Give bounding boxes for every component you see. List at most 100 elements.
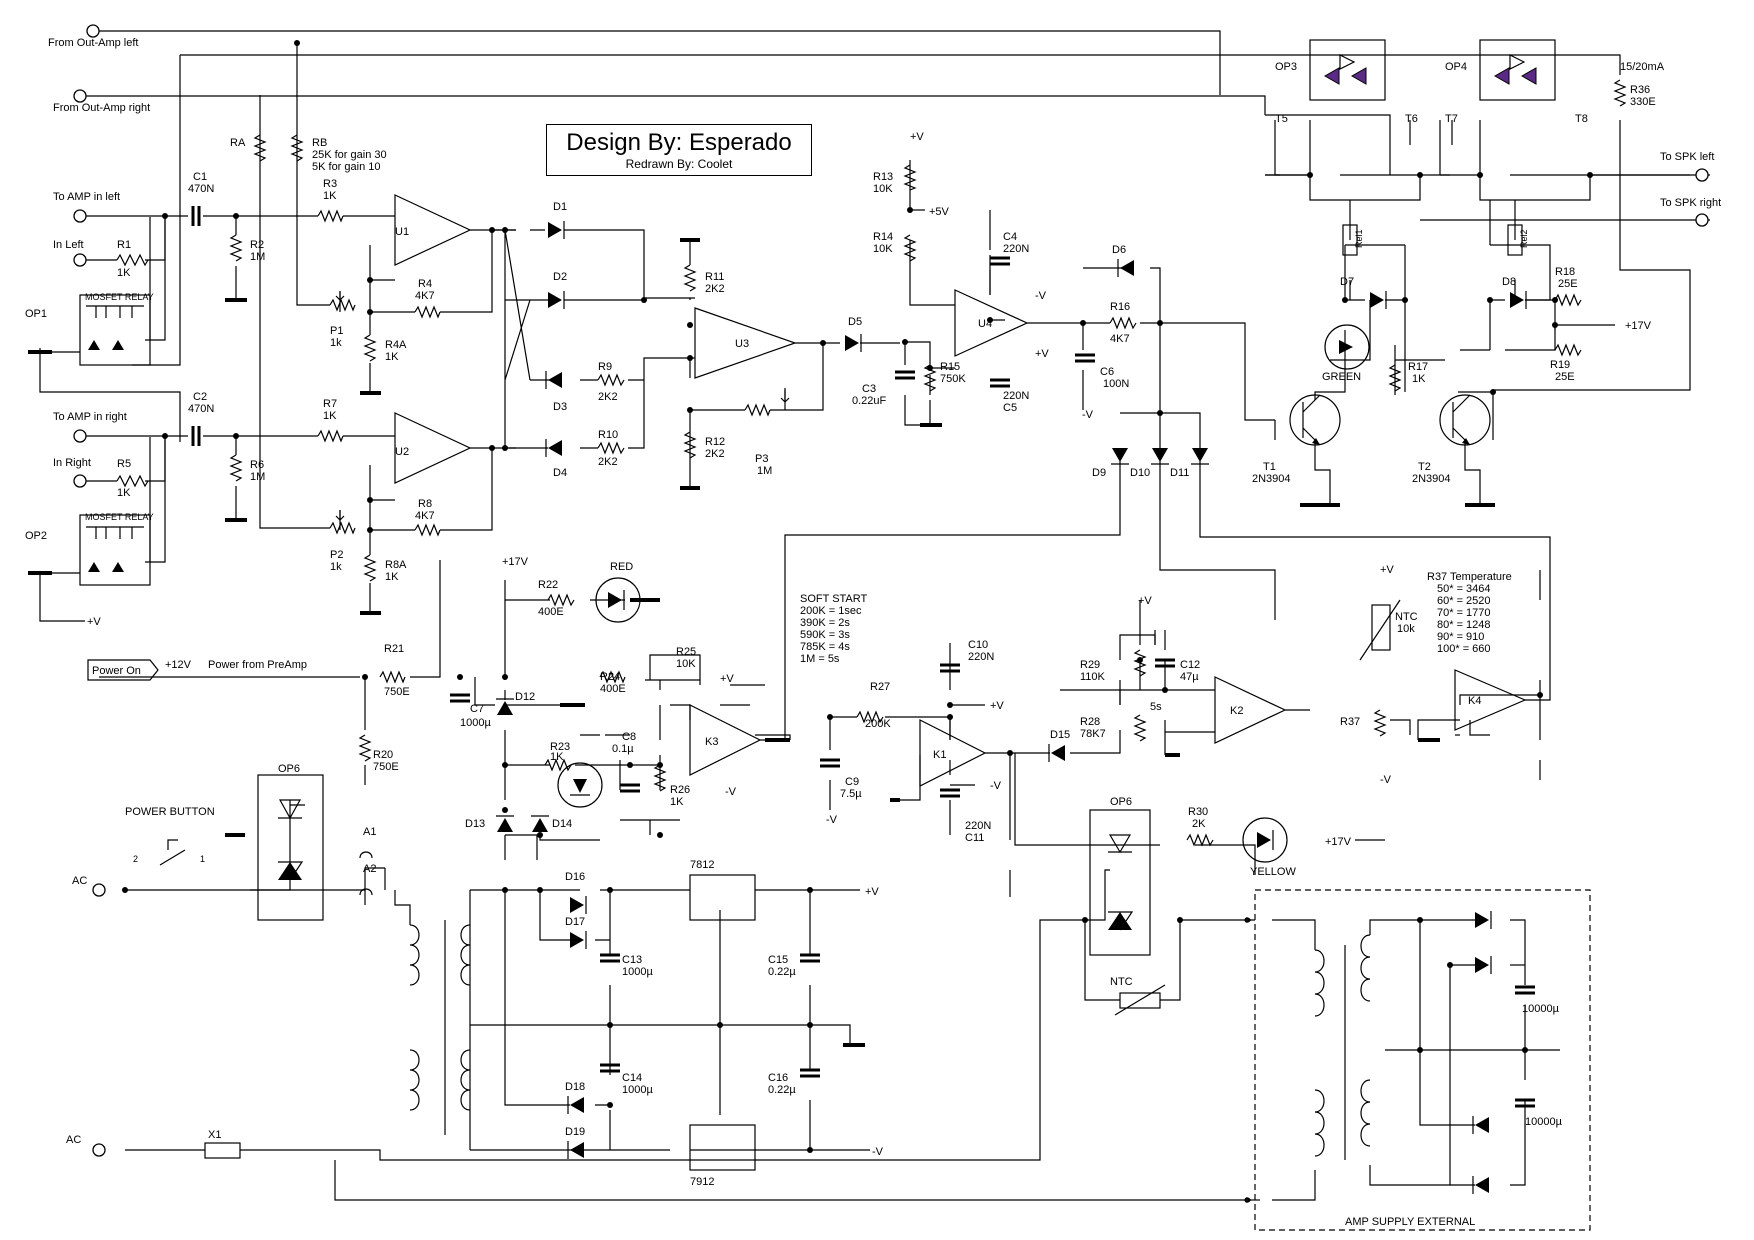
svg-text:T2: T2 [1418, 461, 1431, 473]
svg-text:1K: 1K [323, 410, 337, 422]
r9-symbol [597, 373, 625, 387]
svg-text:2K2: 2K2 [705, 283, 725, 295]
svg-text:+V: +V [865, 886, 879, 898]
svg-text:R23: R23 [550, 741, 570, 753]
svg-text:5s: 5s [1150, 701, 1162, 713]
big-c1-symbol [1515, 985, 1535, 995]
svg-text:C3: C3 [862, 383, 876, 395]
p1-symbol [329, 298, 356, 312]
leds [557, 324, 1370, 863]
svg-text:NTC: NTC [1395, 611, 1418, 623]
svg-text:D18: D18 [565, 1081, 585, 1093]
svg-text:+17V: +17V [1325, 836, 1352, 848]
grounds [28, 238, 1495, 1047]
r16-symbol [1109, 316, 1137, 330]
svg-text:R36: R36 [1630, 84, 1650, 96]
power-button-switch[interactable] [159, 839, 186, 866]
svg-text:D13: D13 [465, 818, 485, 830]
junctions [122, 40, 1593, 1153]
svg-text:1K: 1K [117, 487, 131, 499]
r12-symbol [683, 431, 697, 459]
out-amp-left-terminal [86, 24, 100, 38]
svg-text:RED: RED [610, 561, 633, 573]
svg-text:47µ: 47µ [1180, 671, 1199, 683]
svg-text:C8: C8 [622, 731, 636, 743]
c14-symbol [600, 1063, 620, 1073]
svg-text:1M: 1M [757, 465, 772, 477]
k3-symbol [689, 704, 762, 776]
svg-text:R15: R15 [940, 361, 960, 373]
svg-text:+V: +V [910, 131, 924, 143]
terminals [73, 24, 1709, 1157]
svg-text:2: 2 [133, 854, 138, 864]
svg-text:70* = 1770: 70* = 1770 [1437, 607, 1491, 619]
svg-text:10K: 10K [873, 243, 893, 255]
u2-symbol [394, 412, 472, 484]
svg-text:5K for gain 10: 5K for gain 10 [312, 161, 381, 173]
svg-text:D5: D5 [848, 316, 862, 328]
svg-text:0.22µ: 0.22µ [768, 1084, 796, 1096]
spk-right-terminal [1695, 213, 1709, 227]
label-power-on: Power On [92, 665, 141, 677]
svg-text:1K: 1K [385, 571, 399, 583]
svg-text:R1: R1 [117, 239, 131, 251]
svg-text:D8: D8 [1502, 276, 1516, 288]
in-right-terminal [73, 474, 87, 488]
r4a-symbol [363, 334, 377, 362]
capacitors [191, 206, 1535, 1108]
svg-text:400E: 400E [600, 683, 626, 695]
svg-text:785K = 4s: 785K = 4s [800, 641, 850, 653]
c4-symbol [990, 256, 1010, 266]
svg-text:1K: 1K [1412, 373, 1426, 385]
svg-text:OP2: OP2 [25, 530, 47, 542]
svg-text:1M: 1M [250, 251, 265, 263]
c15-symbol [800, 953, 820, 963]
r18-symbol [1554, 293, 1582, 307]
c13-symbol [600, 953, 620, 963]
r30-symbol [1186, 833, 1214, 847]
opto-boxes [79, 39, 1556, 1171]
svg-text:R2: R2 [250, 239, 264, 251]
svg-text:+V: +V [87, 616, 101, 628]
svg-text:D1: D1 [553, 201, 567, 213]
svg-text:+V: +V [990, 700, 1004, 712]
svg-text:C14: C14 [622, 1072, 642, 1084]
k4-symbol [1454, 669, 1527, 731]
c9-symbol [820, 758, 840, 768]
svg-text:1k: 1k [330, 337, 342, 349]
svg-text:R37: R37 [1340, 716, 1360, 728]
svg-text:200K: 200K [865, 718, 891, 730]
svg-text:10K: 10K [873, 183, 893, 195]
r26-symbol [653, 764, 667, 792]
svg-text:7.5µ: 7.5µ [840, 788, 862, 800]
svg-text:R22: R22 [538, 579, 558, 591]
svg-text:+V: +V [1138, 595, 1152, 607]
svg-text:-V: -V [872, 1146, 884, 1158]
svg-text:220N: 220N [1003, 243, 1029, 255]
svg-text:-V: -V [725, 786, 737, 798]
svg-text:OP3: OP3 [1275, 61, 1297, 73]
svg-text:R6: R6 [250, 459, 264, 471]
svg-text:T6: T6 [1405, 113, 1418, 125]
amp-right-terminal [73, 429, 87, 443]
svg-text:C13: C13 [622, 954, 642, 966]
c7-symbol [450, 693, 470, 703]
r20-symbol [358, 734, 372, 762]
r6-symbol [229, 454, 243, 482]
amp-supply-external-box [1254, 889, 1591, 1231]
svg-text:R19: R19 [1550, 359, 1570, 371]
svg-text:25K for gain 30: 25K for gain 30 [312, 149, 387, 161]
svg-text:2K: 2K [1192, 818, 1206, 830]
svg-text:60* = 2520: 60* = 2520 [1437, 595, 1491, 607]
r5-symbol [116, 474, 149, 488]
ra-symbol [253, 134, 267, 162]
c5-symbol [990, 378, 1010, 388]
c2-symbol [191, 426, 201, 446]
svg-text:R4A: R4A [385, 339, 407, 351]
svg-text:U3: U3 [735, 338, 749, 350]
svg-text:C5: C5 [1003, 402, 1017, 414]
svg-text:MOSFET RELAY: MOSFET RELAY [85, 292, 154, 302]
svg-text:U2: U2 [395, 446, 409, 458]
soft-start-title: SOFT START [800, 593, 868, 605]
svg-text:100* = 660: 100* = 660 [1437, 643, 1491, 655]
